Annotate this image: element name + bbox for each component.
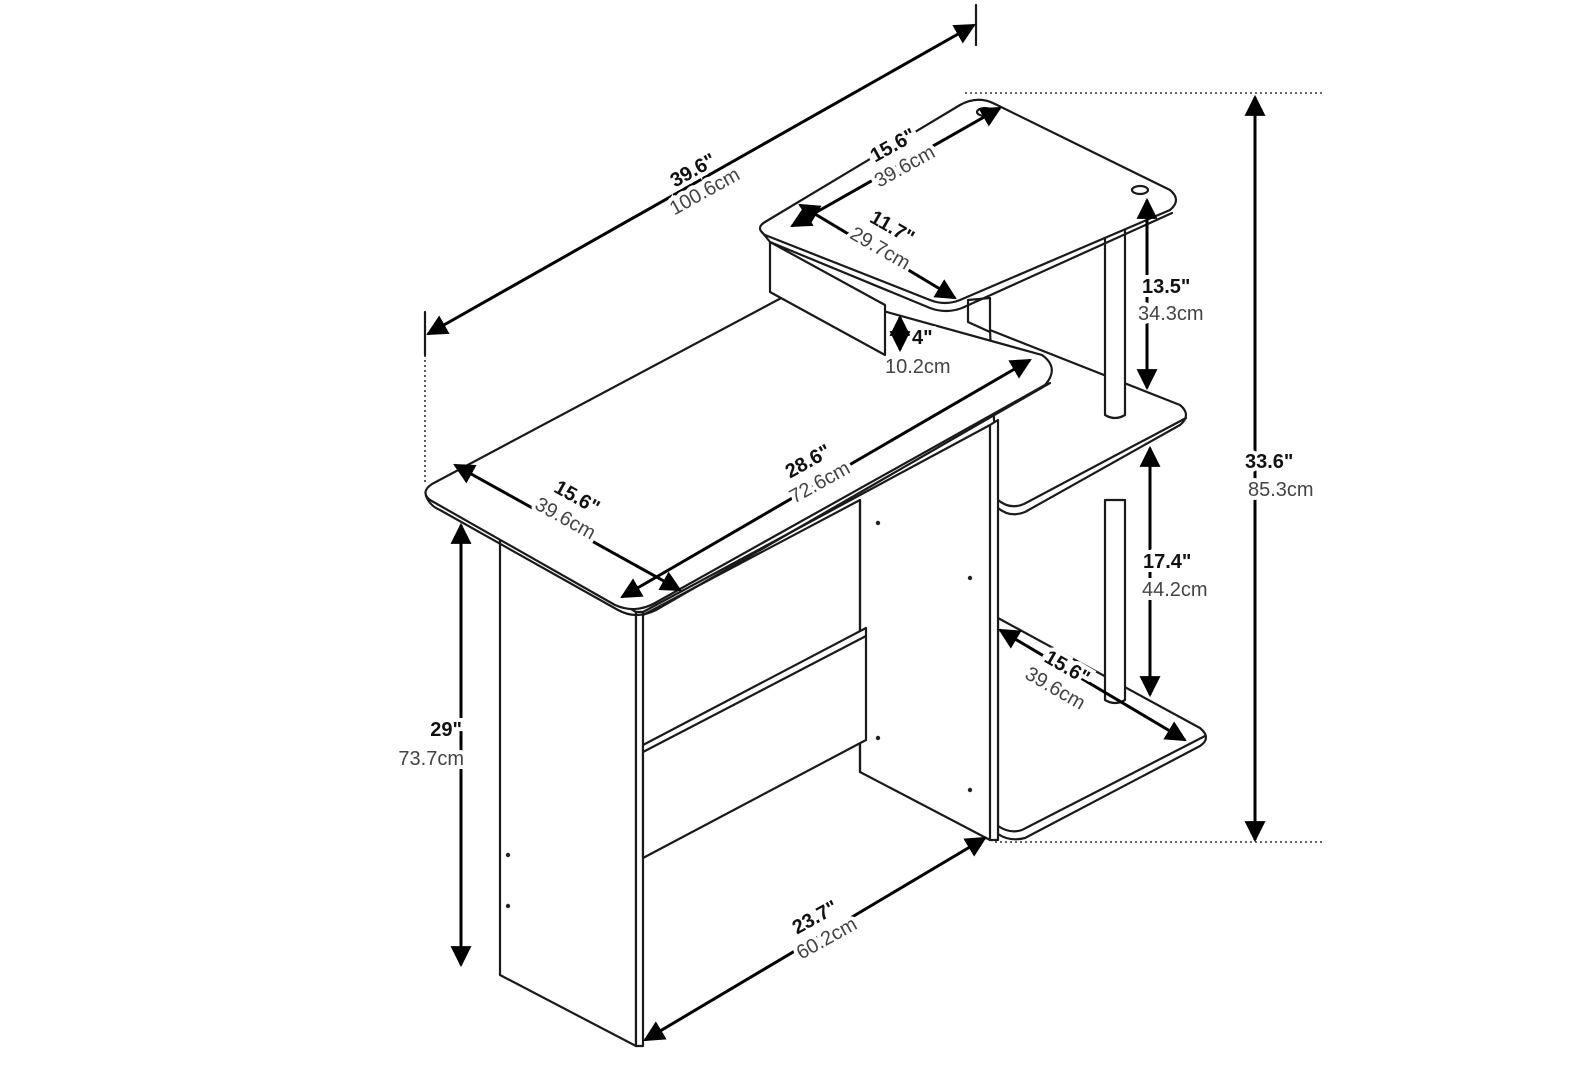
label-middle-shelf-clearance: 17.4" 44.2cm: [1138, 547, 1212, 605]
label-desk-height: 29" 73.7cm: [394, 715, 468, 774]
dimension-arrows: [426, 23, 1266, 1042]
middle-shelf-clearance-in: 17.4": [1143, 551, 1191, 573]
overall-height-cm: 85.3cm: [1248, 479, 1314, 501]
shelf-posts: [1103, 498, 1127, 705]
middle-shelf-clearance-cm: 44.2cm: [1142, 579, 1208, 601]
extension-lines: [423, 3, 1325, 843]
bottom-shelf: [996, 616, 1208, 841]
desk-height-cm: 73.7cm: [398, 748, 464, 770]
overall-height-in: 33.6": [1245, 451, 1293, 473]
upper-post: [1103, 213, 1127, 420]
riser-height-cm: 10.2cm: [885, 356, 951, 378]
desk-height-in: 29": [430, 719, 462, 741]
label-overall-height: 33.6" 85.3cm: [1241, 447, 1318, 505]
top-shelf-clearance-in: 13.5": [1142, 276, 1190, 298]
label-riser-height: 4" 10.2cm: [881, 323, 955, 382]
riser-height-in: 4": [912, 327, 933, 349]
top-shelf-clearance-cm: 34.3cm: [1138, 303, 1204, 325]
label-top-shelf-clearance: 13.5" 34.3cm: [1134, 272, 1208, 329]
